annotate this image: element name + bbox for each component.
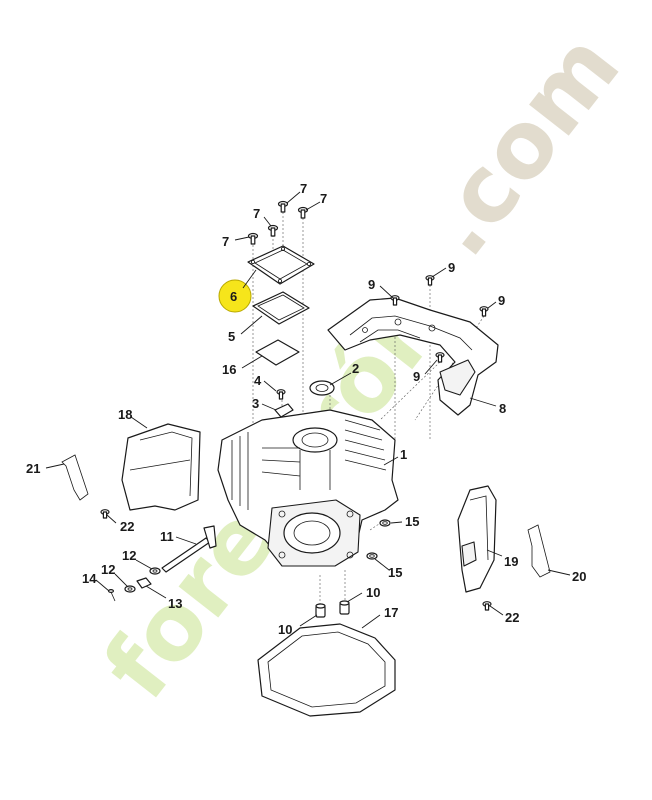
screw-part-7 [247,200,309,245]
label-part-21[interactable]: 21 [26,461,40,476]
label-part-17[interactable]: 17 [384,605,398,620]
label-part-11[interactable]: 11 [160,529,174,544]
gasket-part-16 [255,339,300,366]
label-part-12a[interactable]: 12 [122,548,136,563]
screw-part-22 [100,509,492,611]
label-part-7b[interactable]: 7 [320,191,327,206]
side-panel-part-19 [457,485,497,593]
label-part-1[interactable]: 1 [400,447,407,462]
screw-part-9 [390,275,489,363]
label-part-4[interactable]: 4 [254,373,262,388]
label-part-5[interactable]: 5 [228,329,235,344]
dowel-part-10 [315,600,350,618]
rod-part-11 [161,525,217,573]
label-part-8[interactable]: 8 [499,401,506,416]
crankcase-part-1 [217,409,399,567]
part-labels: 7 7 7 7 6 5 16 9 9 9 9 8 2 4 3 1 18 21 2… [26,181,586,637]
oring-part-15 [366,519,391,560]
pin-part-14 [107,588,116,602]
label-part-19[interactable]: 19 [504,554,518,569]
cover-plate-part-6 [247,245,315,285]
label-part-2[interactable]: 2 [352,361,359,376]
seal-ring-part-2 [309,380,335,396]
label-part-15a[interactable]: 15 [405,514,419,529]
shroud-part-18 [121,423,201,511]
highlight-callout[interactable] [218,269,257,313]
label-part-12b[interactable]: 12 [101,562,115,577]
label-part-7c[interactable]: 7 [253,206,260,221]
label-part-22a[interactable]: 22 [120,519,134,534]
leader-lines [45,191,571,629]
label-part-7a[interactable]: 7 [300,181,307,196]
label-part-16[interactable]: 16 [222,362,236,377]
gasket-part-5 [252,291,310,325]
label-part-20[interactable]: 20 [572,569,586,584]
label-part-10b[interactable]: 10 [278,622,292,637]
watermark: forestrón .com [83,14,640,719]
wire-clip-part-21 [61,454,89,501]
screw-part-4 [276,389,286,400]
wire-clip-part-20 [527,524,551,578]
nut-part-13 [136,577,152,589]
label-part-3[interactable]: 3 [252,396,259,411]
label-part-22b[interactable]: 22 [505,610,519,625]
label-part-14[interactable]: 14 [82,571,97,586]
bracket-part-8 [327,297,499,416]
label-part-9b[interactable]: 9 [448,260,455,275]
label-part-7d[interactable]: 7 [222,234,229,249]
washer-part-12 [124,567,161,593]
clip-part-3 [274,403,294,418]
label-part-9d[interactable]: 9 [413,369,420,384]
base-gasket-part-17 [257,623,396,717]
label-part-10a[interactable]: 10 [366,585,380,600]
watermark-suffix: .com [403,14,640,276]
label-part-13[interactable]: 13 [168,596,182,611]
label-part-15b[interactable]: 15 [388,565,402,580]
label-part-9c[interactable]: 9 [498,293,505,308]
label-part-18[interactable]: 18 [118,407,132,422]
label-part-9a[interactable]: 9 [368,277,375,292]
label-part-6[interactable]: 6 [230,289,237,304]
